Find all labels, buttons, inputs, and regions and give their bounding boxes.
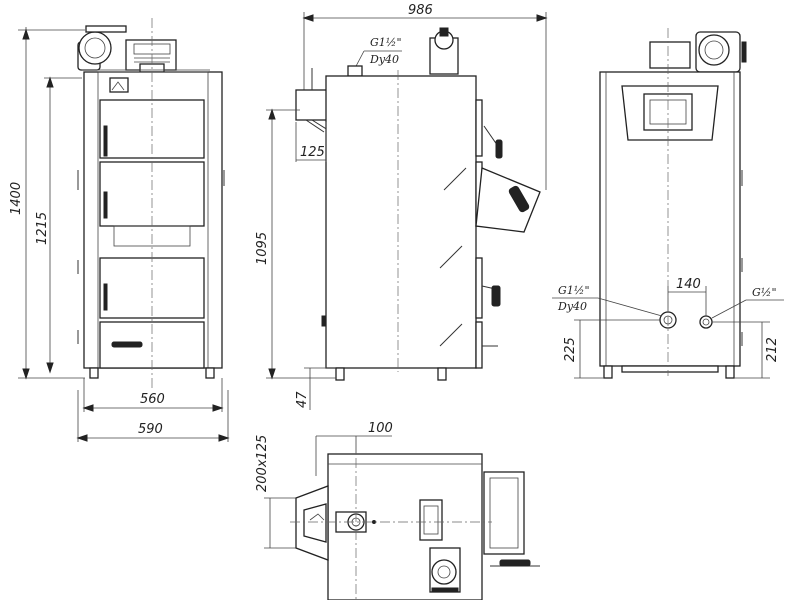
rear-view: G1½" Dy40 G½" 140 225 212: [552, 28, 784, 379]
dim-leg-47: 47: [295, 391, 310, 408]
dim-total-depth: 986: [408, 3, 433, 18]
dim-offset-125: 125: [300, 145, 325, 160]
dim-total-height: 1400: [9, 182, 24, 215]
top-outlet-thread: G1½": [370, 36, 402, 49]
side-view: 986 G1½" Dy40: [255, 3, 548, 410]
return-inlet-thread: G1½": [558, 284, 590, 297]
dim-height-225: 225: [563, 337, 578, 362]
dim-inner-width: 560: [140, 392, 165, 407]
dim-height-1095: 1095: [255, 232, 270, 265]
dim-spacing-140: 140: [676, 277, 701, 292]
dim-outer-width: 590: [138, 422, 163, 437]
front-view: 1400 1215: [9, 18, 230, 442]
drain-thread: G½": [752, 286, 777, 299]
dim-flue-200x125: 200x125: [255, 435, 270, 492]
dim-height-1215: 1215: [35, 212, 50, 245]
return-inlet-dn: Dy40: [557, 300, 587, 313]
dim-height-212: 212: [765, 337, 780, 362]
dim-offset-100: 100: [368, 421, 393, 436]
top-outlet-dn: Dy40: [369, 53, 399, 66]
top-view: 100 200x125: [255, 421, 540, 600]
